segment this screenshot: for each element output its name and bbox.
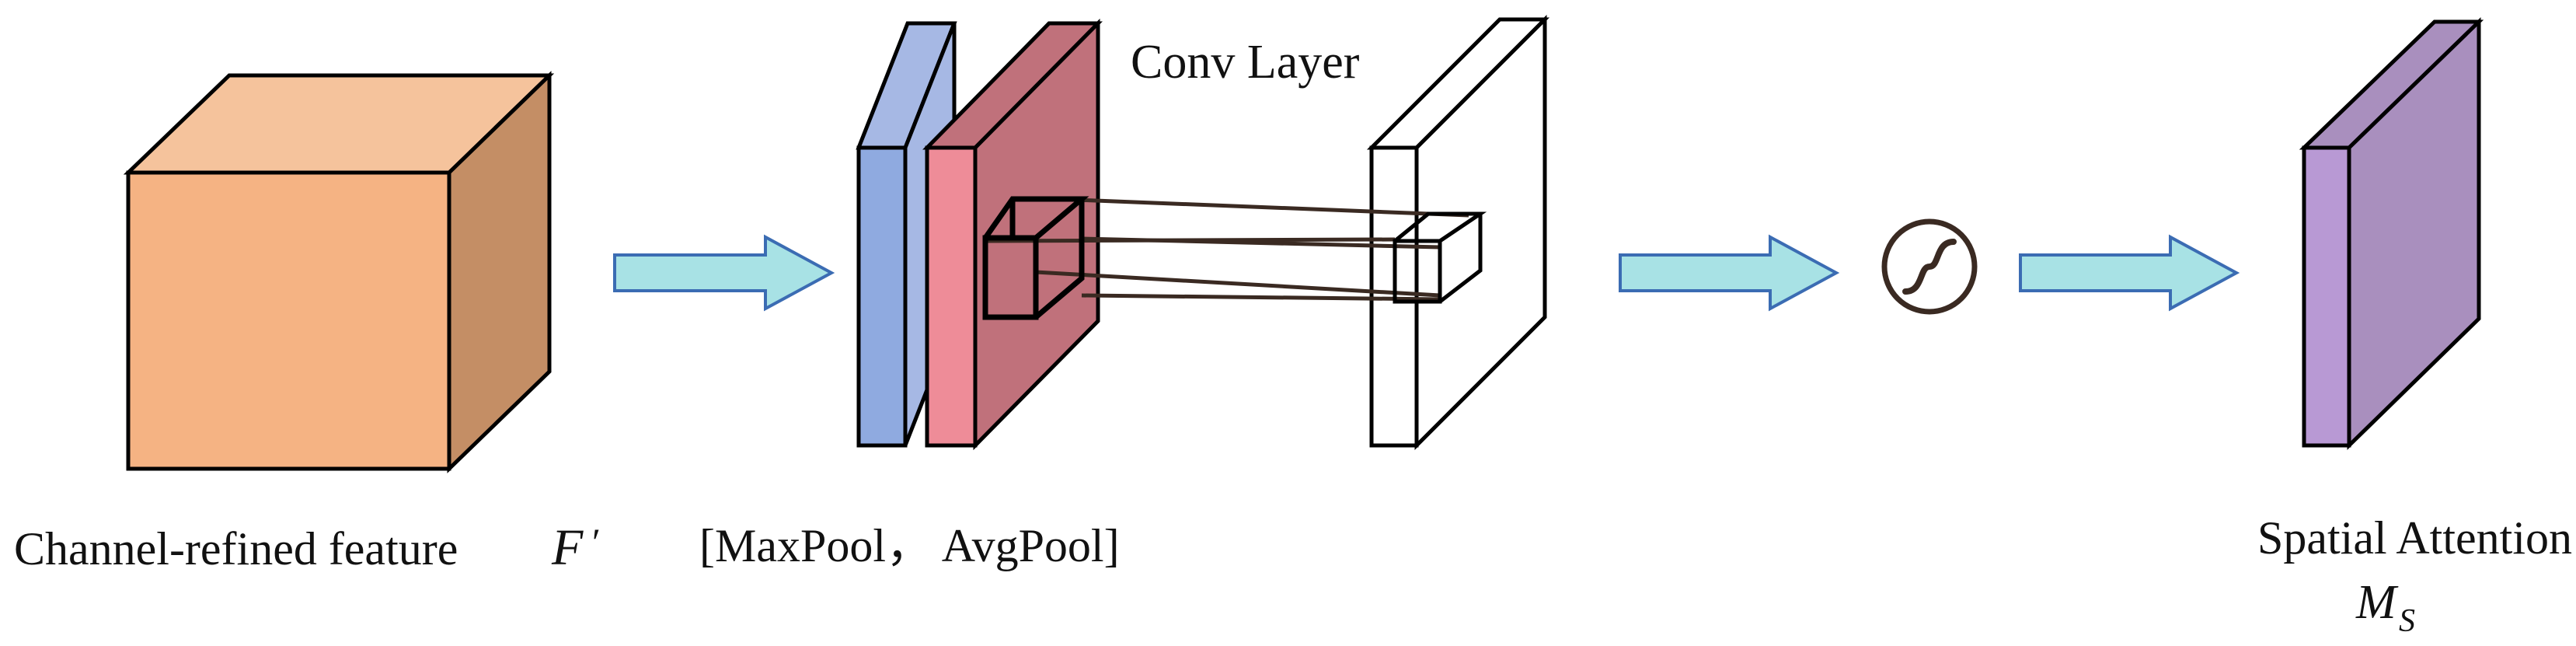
output-front-face xyxy=(2302,145,2351,448)
maxpool-front-face xyxy=(856,145,908,448)
output-title-label: Spatial Attention xyxy=(2257,512,2572,564)
input-feature-symbol: F xyxy=(551,519,584,576)
conv-output-map xyxy=(1366,14,1550,451)
flow-arrow-3 xyxy=(2019,234,2240,312)
conv-layer-label: Conv Layer xyxy=(1131,36,1360,89)
conv-output-cell-cube xyxy=(1393,211,1487,304)
flow-arrow-1 xyxy=(613,234,835,312)
kernel-cube xyxy=(982,196,1089,320)
pooling-label: [MaxPool， AvgPool] xyxy=(699,520,1120,571)
cube-front-face xyxy=(126,170,451,471)
input-feature-prime: ′ xyxy=(592,520,601,564)
input-feature-label: Channel-refined feature xyxy=(14,523,458,574)
kernel-projection-lines xyxy=(985,196,1469,302)
avgpool-front-face xyxy=(925,145,978,448)
input-feature-cube xyxy=(123,71,555,473)
sigmoid-icon xyxy=(1881,218,1978,315)
output-symbol: M xyxy=(2355,576,2399,629)
output-symbol-subscript: S xyxy=(2399,603,2415,639)
flow-arrow-2 xyxy=(1619,234,1840,312)
spatial-attention-map xyxy=(2299,17,2484,450)
